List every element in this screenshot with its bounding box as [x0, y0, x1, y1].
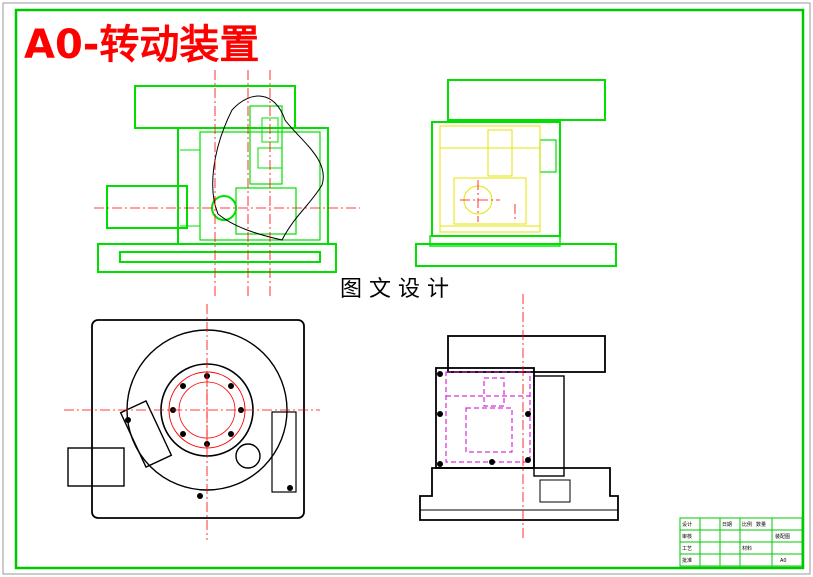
title-block-cell-approve: 批准	[682, 557, 692, 564]
side-view-centerlines	[460, 180, 516, 222]
plan-view-bottom-left	[67, 319, 305, 519]
watermark-text: 图 文 设 计	[340, 277, 449, 302]
title-block-cell-review: 审核	[682, 533, 692, 540]
title-block-cell-material: 材料	[742, 545, 752, 552]
title-block-cell-date: 日期	[722, 522, 732, 528]
title-block-cell-name: 装配图	[775, 533, 790, 540]
plan-view-bolt-holes	[125, 373, 293, 499]
title-block-text: 装配图 A0 比例 数量 材料 设计 审核 工艺 批准 日期	[682, 521, 790, 564]
section-view-bottom-right	[419, 335, 619, 521]
side-view-top-right	[415, 79, 617, 267]
plan-view-centerlines	[64, 304, 320, 540]
front-view-centerlines	[94, 70, 360, 296]
front-view-top-left	[97, 85, 337, 273]
side-view-yellow-parts	[439, 125, 541, 233]
break-line-curve	[212, 95, 324, 241]
title-block-cell-qty: 数量	[756, 521, 766, 528]
title-block-cell-design: 设计	[682, 521, 692, 528]
title-block-cell-size: A0	[780, 558, 787, 564]
title-block-cell-process: 工艺	[682, 546, 692, 552]
section-view-hidden-lines	[445, 371, 531, 463]
title-block	[679, 517, 803, 567]
drawing-title: A0-转动装置	[24, 22, 259, 68]
section-view-fasteners	[437, 371, 531, 467]
title-block-cell-scale: 比例	[742, 521, 752, 528]
drawing-frame	[14, 8, 805, 570]
